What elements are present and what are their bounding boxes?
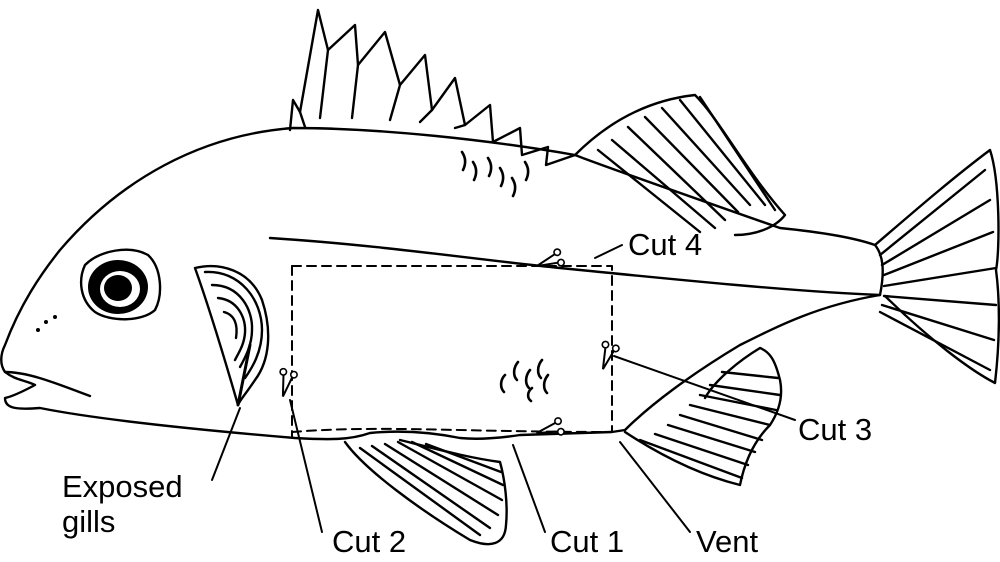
leader-cut3 bbox=[613, 355, 796, 421]
scale-marks bbox=[460, 150, 550, 403]
leader-cut4 bbox=[594, 244, 623, 259]
scissors-icon bbox=[279, 367, 298, 398]
label-exposed-gills-line1: Exposed bbox=[62, 469, 183, 504]
dorsal-fin bbox=[288, 8, 787, 237]
mouth-line bbox=[3, 370, 92, 398]
lateral-line bbox=[268, 236, 882, 297]
label-cut3: Cut 3 bbox=[798, 412, 872, 447]
label-cut4: Cut 4 bbox=[628, 227, 702, 262]
fish-body-outline bbox=[0, 126, 884, 441]
scissors-icon bbox=[601, 340, 620, 370]
tail-fin bbox=[873, 148, 1000, 385]
leader-cut1 bbox=[512, 444, 546, 533]
leader-cut2 bbox=[289, 399, 323, 533]
label-exposed-gills-line2: gills bbox=[62, 504, 115, 539]
scissors-icon bbox=[535, 417, 565, 436]
leader-lines bbox=[211, 244, 796, 533]
nostrils bbox=[36, 315, 57, 332]
label-vent: Vent bbox=[696, 524, 758, 559]
cut-outline bbox=[291, 265, 613, 439]
leader-gills bbox=[211, 407, 241, 481]
pelvic-fin bbox=[343, 438, 508, 546]
label-cut2: Cut 2 bbox=[332, 524, 406, 559]
label-cut1: Cut 1 bbox=[550, 524, 624, 559]
scissors-icon bbox=[536, 248, 565, 268]
leader-vent bbox=[619, 441, 691, 533]
gill-cover bbox=[193, 264, 270, 407]
eye bbox=[79, 248, 162, 321]
